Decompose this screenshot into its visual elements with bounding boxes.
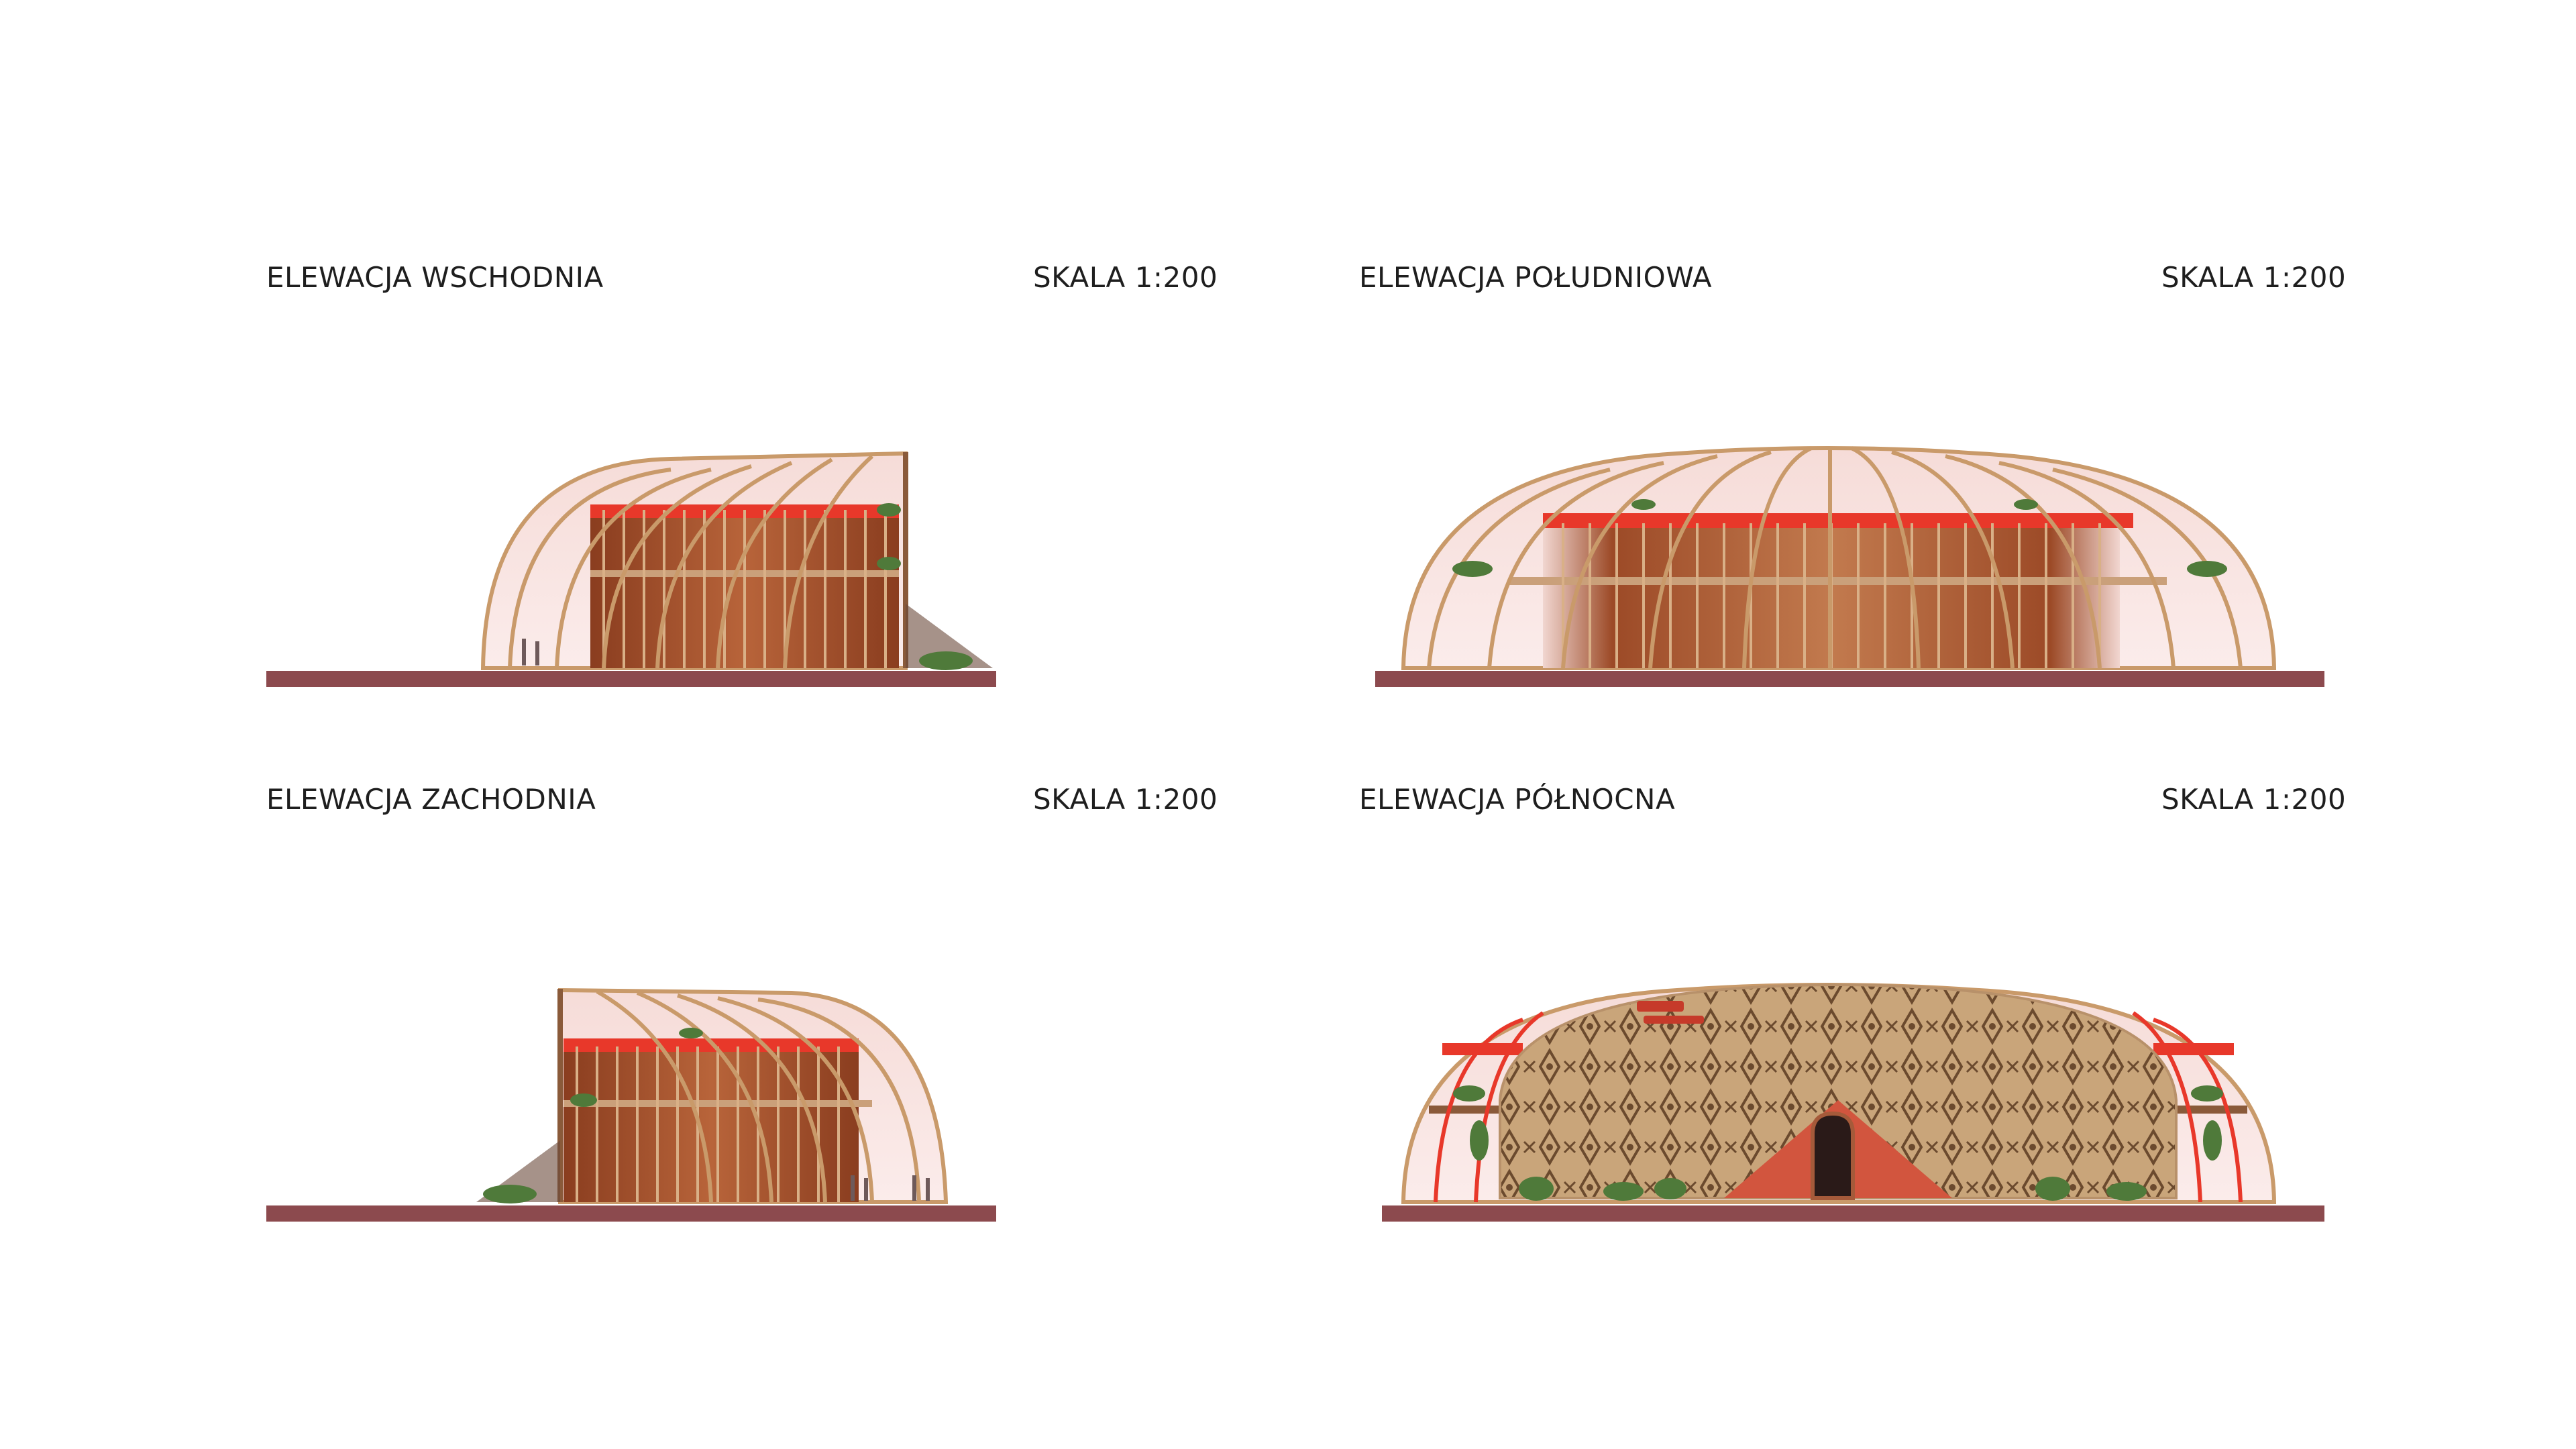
west-ground-line [266,1205,996,1222]
scale-south-elevation: SKALA 1:200 [2161,261,2347,294]
title-north-elevation: ELEWACJA PÓŁNOCNA [1359,783,1676,816]
scale-west-elevation: SKALA 1:200 [1033,783,1218,816]
title-south-elevation: ELEWACJA POŁUDNIOWA [1359,261,1713,294]
scale-north-elevation: SKALA 1:200 [2161,783,2347,816]
south-ground-line [1375,671,2324,687]
south-elevation-drawing [1375,446,2324,687]
west-elevation-drawing [266,987,996,1222]
east-elevation-drawing [266,451,996,687]
scale-east-elevation: SKALA 1:200 [1033,261,1218,294]
title-west-elevation: ELEWACJA ZACHODNIA [266,783,596,816]
title-east-elevation: ELEWACJA WSCHODNIA [266,261,604,294]
north-ground-line [1382,1205,2324,1222]
east-ground-line [266,671,996,687]
north-elevation-drawing [1382,983,2324,1222]
